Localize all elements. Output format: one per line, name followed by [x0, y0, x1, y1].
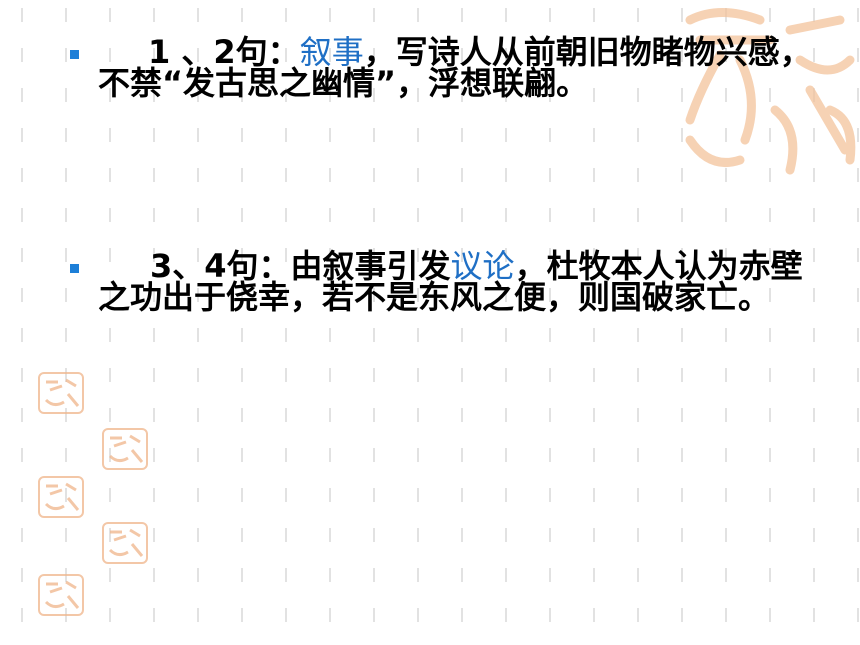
- seal-icon: [102, 428, 148, 470]
- paragraph-1-lead: 1 、2句：: [148, 33, 300, 71]
- bullet-square-icon: [70, 50, 79, 59]
- paragraph-1-text: ，写诗人从前朝旧物睹物兴感，不禁“发古思之幽情”，浮想联翩。: [98, 33, 812, 102]
- seal-icon: [38, 574, 84, 616]
- paragraph-2: 3、4句：由叙事引发议论，杜牧本人认为赤壁之功出于侥幸，若不是东风之便，则国破家…: [98, 250, 813, 313]
- bullet-square-icon: [70, 264, 79, 273]
- seal-icon: [102, 522, 148, 564]
- corner-seal-icon: [685, 8, 856, 175]
- paragraph-1: 1 、2句：叙事，写诗人从前朝旧物睹物兴感，不禁“发古思之幽情”，浮想联翩。: [98, 36, 813, 99]
- paragraph-2-text: ，杜牧本人认为赤壁之功出于侥幸，若不是东风之便，则国破家亡。: [98, 247, 803, 316]
- paragraph-2-lead: 3、4句：由叙事引发: [150, 247, 451, 285]
- seal-icon: [38, 476, 84, 518]
- paragraph-1-highlight: 叙事: [299, 33, 364, 71]
- paragraph-2-highlight: 议论: [450, 247, 515, 285]
- seal-icon: [38, 372, 84, 414]
